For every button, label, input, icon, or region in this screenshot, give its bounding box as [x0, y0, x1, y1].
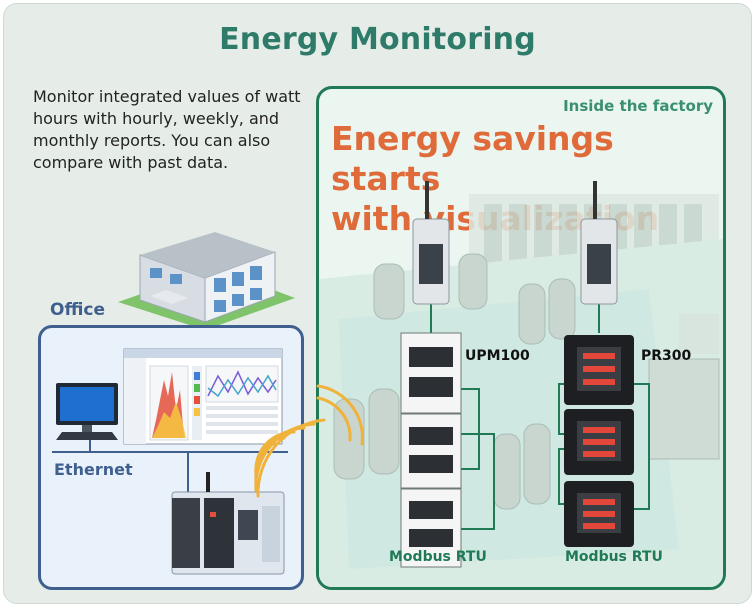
factory-illustration [319, 181, 723, 587]
page-title: Energy Monitoring [219, 22, 536, 57]
headline-line-1: Energy savings starts [331, 119, 614, 198]
modbus-label-right: Modbus RTU [565, 549, 663, 565]
upm100-label: UPM100 [465, 348, 530, 364]
upm100-meters [400, 332, 462, 568]
description-text: Monitor integrated values of watt hours … [33, 87, 301, 172]
factory-label: Inside the factory [563, 97, 713, 115]
pr300-label: PR300 [641, 348, 692, 364]
gateway-left [412, 181, 450, 305]
factory-panel: Inside the factory Energy savings starts… [316, 86, 726, 590]
office-label: Office [50, 300, 106, 320]
gateway-right [580, 181, 618, 305]
pr300-meters [564, 335, 634, 547]
ethernet-label: Ethernet [54, 460, 133, 479]
modbus-label-left: Modbus RTU [389, 549, 487, 565]
office-panel [38, 325, 304, 590]
